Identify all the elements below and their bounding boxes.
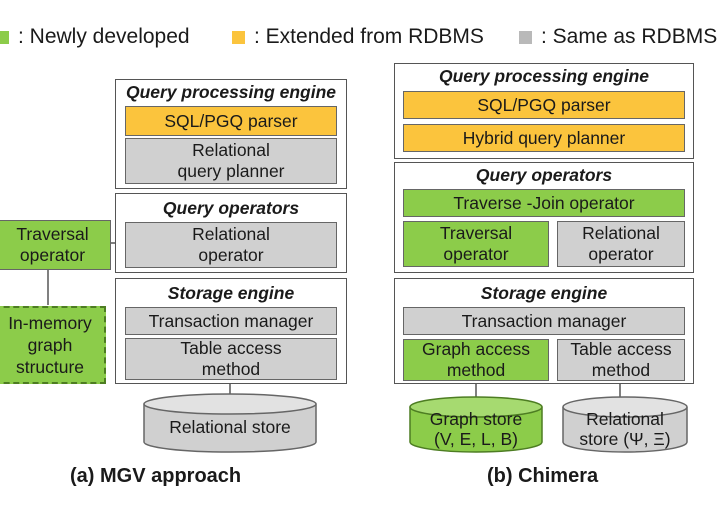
- chimera-hybrid-query-planner: Hybrid query planner: [403, 124, 685, 152]
- legend-same: : Same as RDBMS: [519, 22, 717, 52]
- chimera-query-operators: Query operators Traverse -Join operator …: [394, 162, 694, 273]
- mgv-storage-engine: Storage engine Transaction manager Table…: [115, 278, 347, 384]
- chimera-graph-store-label: Graph store (V, E, L, B): [429, 409, 523, 449]
- legend-extended: : Extended from RDBMS: [232, 22, 484, 52]
- mgv-se-title: Storage engine: [167, 283, 295, 303]
- chimera-transaction-manager: Transaction manager: [403, 307, 685, 335]
- legend-newly-developed: : Newly developed: [0, 22, 190, 52]
- chimera-se-title: Storage engine: [480, 283, 608, 303]
- mgv-table-access-method: Table access method: [125, 338, 337, 380]
- chimera-relational-operator: Relational operator: [557, 221, 685, 267]
- chimera-storage-engine: Storage engine Transaction manager Graph…: [394, 278, 694, 384]
- mgv-relational-store-label: Relational store: [169, 417, 291, 437]
- chimera-qo-title: Query operators: [475, 165, 613, 185]
- mgv-in-memory-graph-structure: In-memory graph structure: [0, 306, 106, 384]
- mgv-query-operators: Query operators Relational operator: [115, 193, 347, 273]
- chimera-graph-store-cylinder: [409, 396, 543, 453]
- legend-swatch-yellow: [232, 30, 245, 44]
- mgv-query-processing-engine: Query processing engine SQL/PGQ parser R…: [115, 79, 347, 189]
- mgv-sqlpgq-parser: SQL/PGQ parser: [125, 106, 337, 136]
- mgv-transaction-manager: Transaction manager: [125, 307, 337, 335]
- chimera-relational-store-cylinder: [562, 396, 688, 453]
- chimera-traversal-operator: Traversal operator: [403, 221, 549, 267]
- mgv-relational-operator: Relational operator: [125, 222, 337, 268]
- chimera-relational-store-label: Relational store (Ψ, Ξ): [579, 409, 671, 449]
- chimera-sqlpgq-parser: SQL/PGQ parser: [403, 91, 685, 119]
- chimera-caption: (b) Chimera: [487, 465, 599, 487]
- legend-label: : Extended from RDBMS: [254, 25, 484, 48]
- mgv-traversal-operator: Traversal operator: [0, 220, 111, 270]
- mgv-qpe-title: Query processing engine: [125, 82, 337, 102]
- legend-swatch-green: [0, 30, 9, 44]
- chimera-traverse-join-operator: Traverse -Join operator: [403, 189, 685, 217]
- legend-label: : Same as RDBMS: [541, 25, 718, 48]
- legend-label: : Newly developed: [18, 25, 190, 48]
- chimera-query-processing-engine: Query processing engine SQL/PGQ parser H…: [394, 63, 694, 159]
- chimera-qpe-title: Query processing engine: [438, 66, 650, 86]
- mgv-relational-query-planner: Relational query planner: [125, 138, 337, 184]
- mgv-caption: (a) MGV approach: [70, 465, 242, 487]
- mgv-qo-title: Query operators: [162, 198, 300, 218]
- chimera-graph-access-method: Graph access method: [403, 339, 549, 381]
- mgv-relational-store-cylinder: [143, 393, 317, 453]
- chimera-table-access-method: Table access method: [557, 339, 685, 381]
- legend-swatch-gray: [519, 30, 532, 44]
